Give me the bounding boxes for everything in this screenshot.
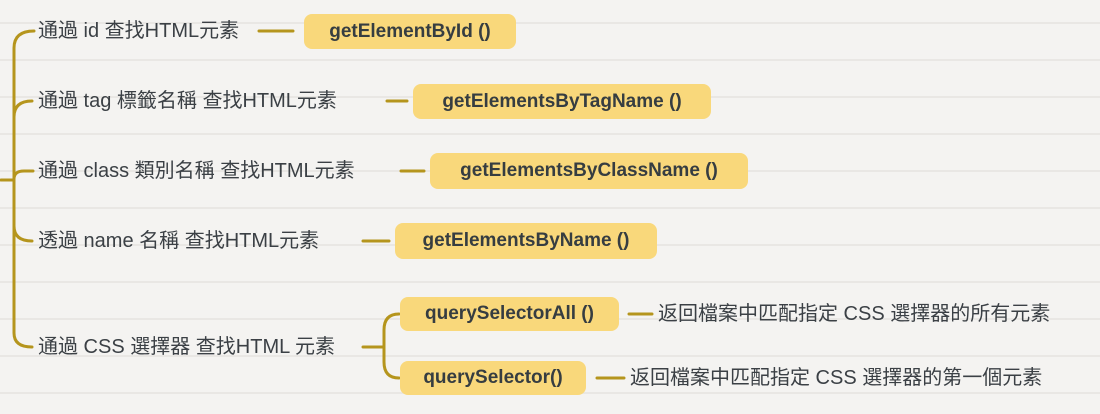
method-node-getelementsbyclassname[interactable]: getElementsByClassName () — [430, 153, 748, 189]
method-node-getelementsbytagname[interactable]: getElementsByTagName () — [413, 84, 711, 119]
method-node-getelementsbyname[interactable]: getElementsByName () — [395, 223, 657, 259]
branch-label-name[interactable]: 透過 name 名稱 查找HTML元素 — [38, 230, 320, 252]
trunk-line — [12, 29, 36, 349]
branch-curve-tag — [12, 99, 34, 119]
branch-curve-name — [12, 224, 34, 243]
method-node-queryselectorall[interactable]: querySelectorAll () — [400, 297, 619, 331]
method-node-queryselector[interactable]: querySelector() — [400, 361, 586, 395]
branch-label-css[interactable]: 通過 CSS 選擇器 查找HTML 元素 — [38, 336, 336, 358]
branch-curve-class — [12, 169, 35, 181]
branch-label-id[interactable]: 通過 id 查找HTML元素 — [38, 20, 240, 42]
desc-queryselectorall: 返回檔案中匹配指定 CSS 選擇器的所有元素 — [658, 303, 1051, 325]
branch-label-class[interactable]: 通過 class 類別名稱 查找HTML元素 — [38, 160, 355, 182]
method-node-getelementbyid[interactable]: getElementById () — [304, 14, 516, 49]
branch-label-tag[interactable]: 通過 tag 標籤名稱 查找HTML元素 — [38, 90, 337, 112]
desc-queryselector: 返回檔案中匹配指定 CSS 選擇器的第一個元素 — [630, 367, 1043, 389]
css-children-bracket — [382, 312, 401, 380]
